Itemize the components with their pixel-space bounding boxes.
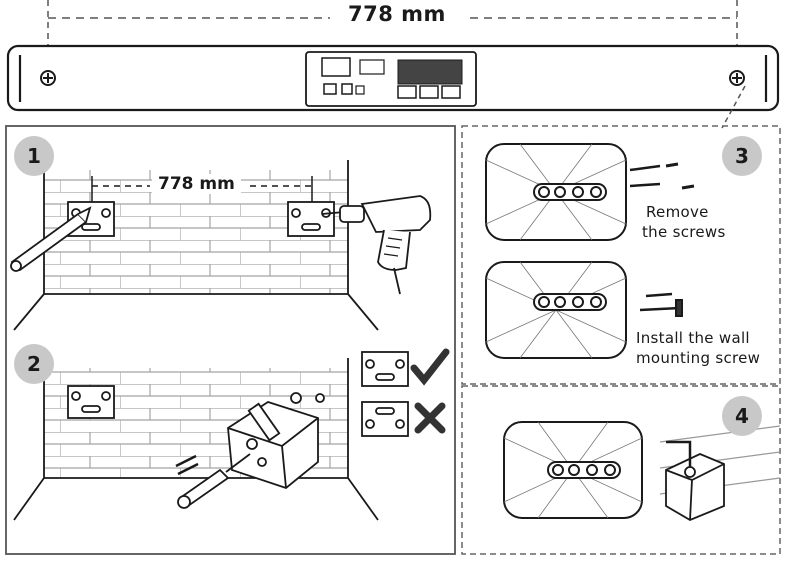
bracket-wall-step-2 xyxy=(67,385,115,419)
cross-icon xyxy=(414,402,446,434)
install-screw-caption-line-2: mounting screw xyxy=(636,349,761,367)
screwdriver-icon xyxy=(175,453,251,509)
bracket-correct-example xyxy=(361,351,409,387)
step-3-badge: 3 xyxy=(722,136,762,176)
bracket-wrong-example xyxy=(361,401,409,437)
install-screw-caption-line-1: Install the wall xyxy=(636,329,750,347)
step-4-badge: 4 xyxy=(722,396,762,436)
bracket-right xyxy=(287,201,335,237)
soundbar xyxy=(6,44,780,112)
panel-step-4 xyxy=(461,385,781,555)
wall-bracket-step-4 xyxy=(659,425,781,522)
screw-icon xyxy=(40,70,56,86)
panel-step-3 xyxy=(461,125,781,385)
remove-screws-caption-line-1: Remove xyxy=(646,203,709,221)
top-dimension-label: 778 mm xyxy=(340,2,454,26)
panel-steps-1-2 xyxy=(5,125,456,555)
screw-icon xyxy=(729,70,745,86)
soundbar-end-view-top xyxy=(485,143,695,241)
step-2-badge: 2 xyxy=(14,344,54,384)
step-1-badge: 1 xyxy=(14,136,54,176)
checkmark-icon xyxy=(410,348,450,386)
drill-icon xyxy=(321,195,432,295)
remove-screws-caption-line-2: the screws xyxy=(642,223,726,241)
mounting-bracket-3d xyxy=(227,392,325,490)
bracket-spacing-label: 778 mm xyxy=(152,174,241,194)
soundbar-end-view-step-4 xyxy=(503,421,643,519)
pencil-icon xyxy=(10,206,92,272)
leader-line xyxy=(721,85,746,129)
soundbar-end-view-bottom xyxy=(485,261,683,359)
